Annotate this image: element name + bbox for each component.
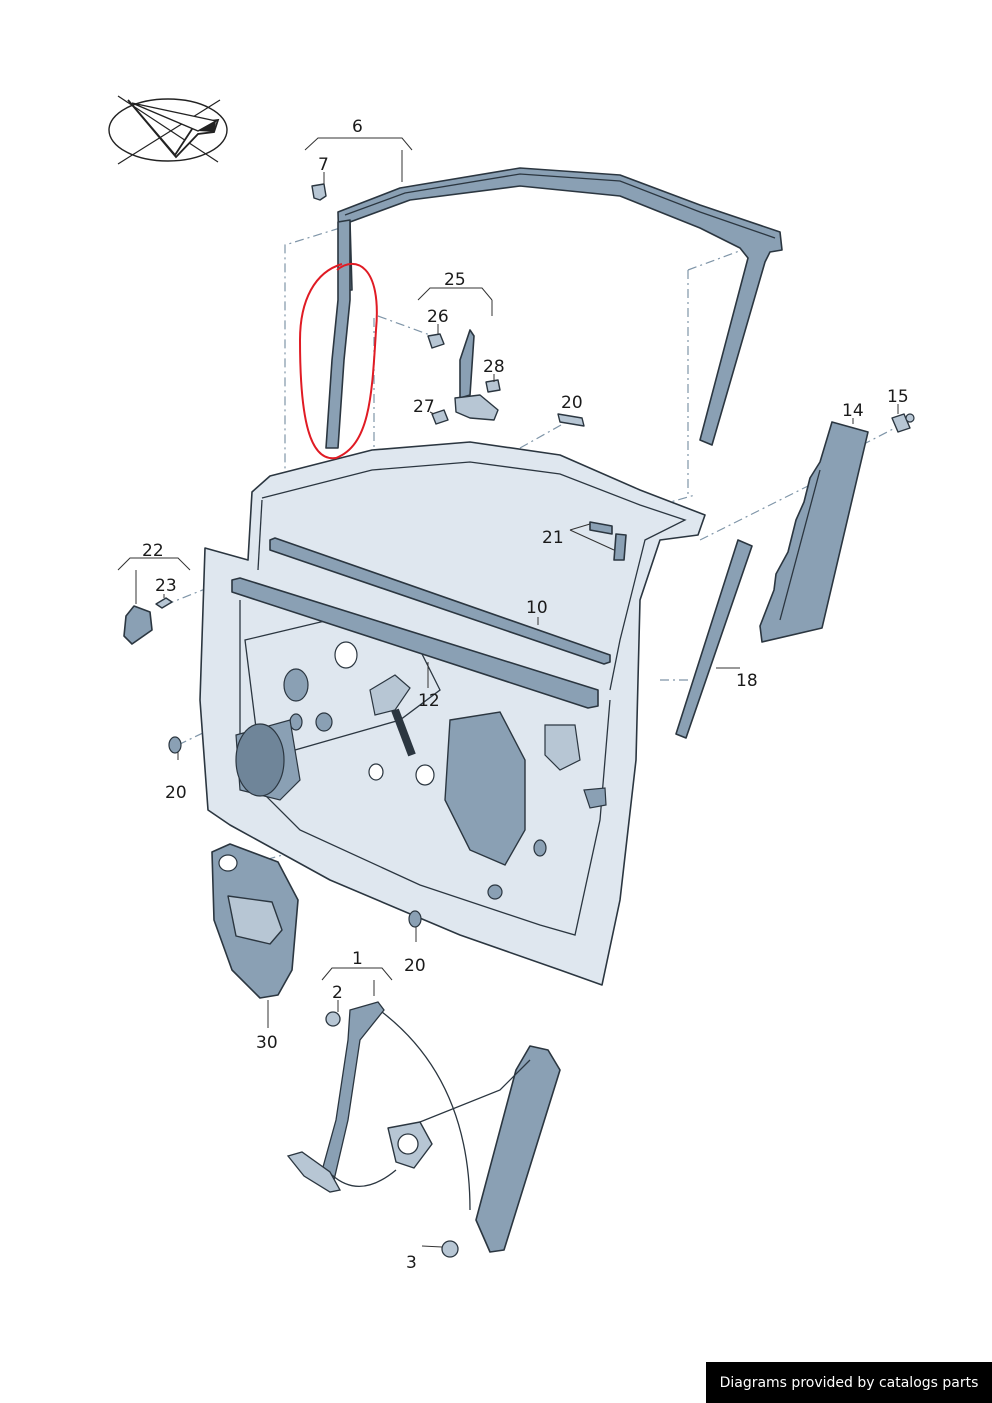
label-15: 15: [887, 387, 909, 407]
window-frame-seal: [337, 167, 783, 446]
label-20-bottom: 20: [404, 956, 426, 976]
screw-7-icon: [311, 183, 327, 201]
label-20-left: 20: [165, 783, 187, 803]
b-pillar-seal-strip: [325, 219, 351, 449]
label-14: 14: [842, 401, 864, 421]
label-26: 26: [427, 307, 449, 327]
plug-20-top: [557, 413, 585, 427]
label-20-top: 20: [561, 393, 583, 413]
door-shell: [199, 441, 706, 986]
plug-20-bottom: [408, 910, 422, 928]
label-21: 21: [542, 528, 564, 548]
mirror-bracket: [454, 329, 499, 421]
label-2: 2: [332, 983, 343, 1003]
label-18: 18: [736, 671, 758, 691]
part-labels: 6 7 25 26 28 27 20 14 15 21 22 23 10 12 …: [142, 117, 909, 1273]
window-regulator: [286, 1001, 561, 1253]
leader-lines: [117, 137, 899, 1248]
outer-window-seal: [231, 577, 599, 709]
plug-20-left: [168, 736, 182, 754]
label-1: 1: [352, 949, 363, 969]
label-22: 22: [142, 541, 164, 561]
direction-arrow-icon: [108, 95, 228, 165]
screw-27-icon: [431, 409, 449, 425]
label-7: 7: [318, 155, 329, 175]
speaker-cover-30: [211, 843, 299, 999]
nut-2-icon: [325, 1011, 341, 1027]
label-10: 10: [526, 598, 548, 618]
b-pillar-trim: [759, 421, 869, 643]
label-6: 6: [352, 117, 363, 137]
highlight-circle: [298, 262, 378, 460]
inner-window-seal: [269, 537, 611, 665]
screw-26-icon: [427, 333, 445, 349]
nut-3-icon: [441, 1240, 459, 1258]
label-23: 23: [155, 576, 177, 596]
label-30: 30: [256, 1033, 278, 1053]
pad-21: [589, 521, 627, 561]
screw-23-icon: [155, 597, 173, 609]
clip-15-icon: [891, 413, 915, 433]
label-25: 25: [444, 270, 466, 290]
screw-28-icon: [485, 379, 501, 393]
label-27: 27: [413, 397, 435, 417]
credit-banner: Diagrams provided by catalogs parts: [706, 1362, 992, 1403]
label-28: 28: [483, 357, 505, 377]
mirror-cover-22: [123, 605, 153, 645]
label-12: 12: [418, 691, 440, 711]
door-edge-trim: [675, 539, 753, 739]
label-3: 3: [406, 1253, 417, 1273]
